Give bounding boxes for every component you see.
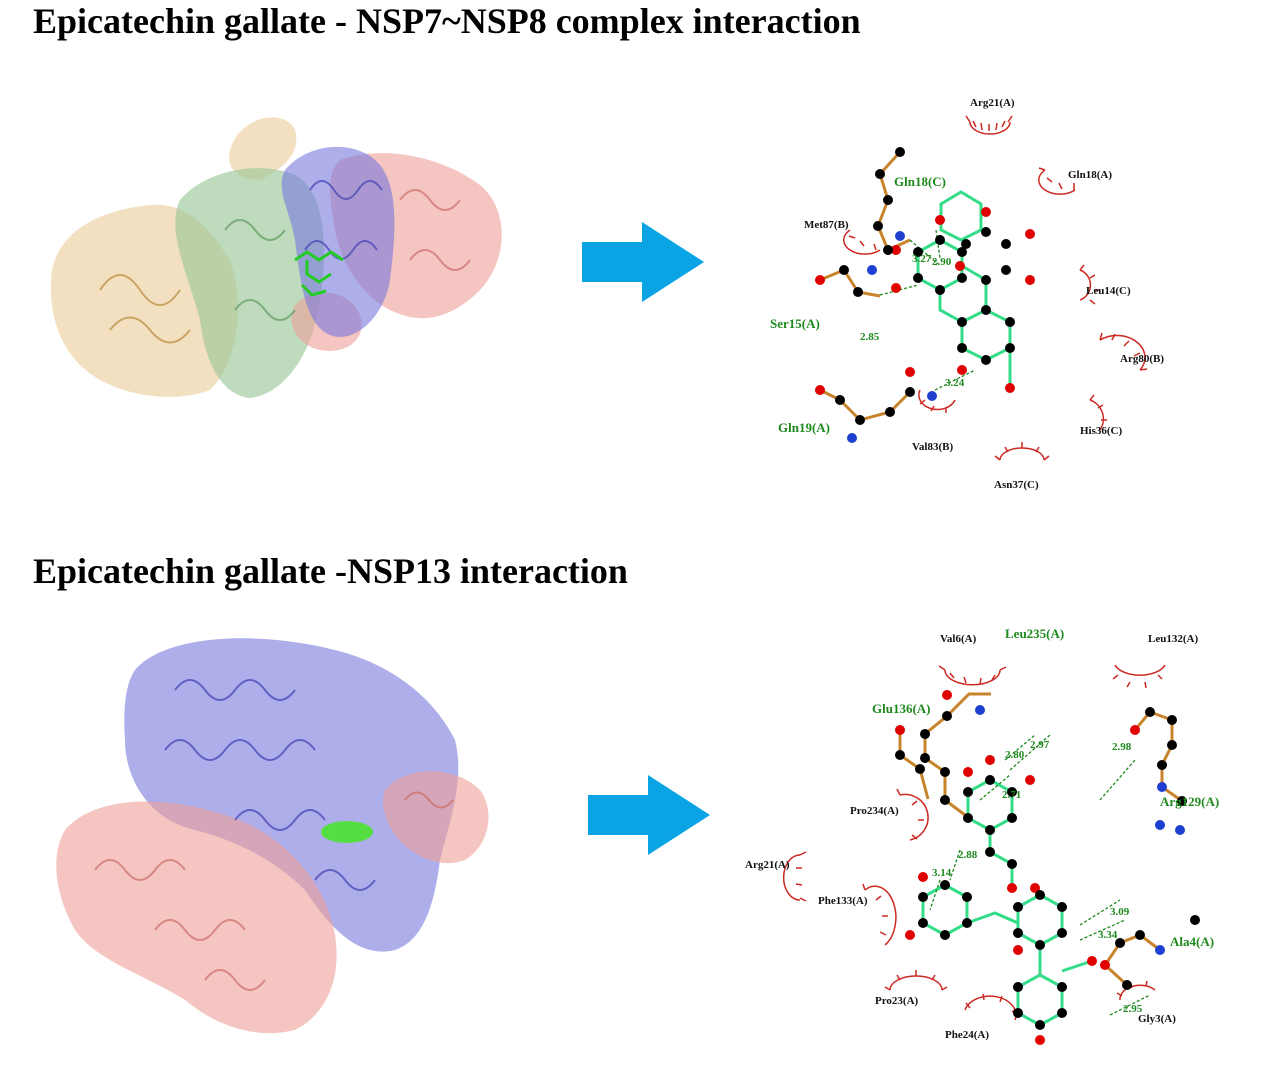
residue-label: Gln18(A) (1068, 169, 1112, 181)
hbond-distance: 2.98 (1112, 741, 1132, 753)
residue-label: Arg21(A) (970, 97, 1015, 109)
right-arrow-icon (582, 222, 704, 302)
panel-nsp13: Epicatechin gallate -NSP13 interaction (0, 550, 1268, 1079)
hbond-distance: 2.88 (958, 849, 978, 861)
hbond-distance: 2.71 (1002, 789, 1021, 801)
hbond-residue-label: Gln18(C) (894, 174, 946, 189)
hbond-distance: 3.09 (1110, 906, 1130, 918)
hbond-distance: 3.14 (932, 867, 952, 879)
interaction-diagram: Arg21(A) Gln18(A) Met87(B) Leu14(C) Arg8… (770, 97, 1164, 491)
interaction-diagram: Val6(A) Leu132(A) Pro234(A) Arg21(A) Phe… (745, 626, 1219, 1045)
protein-chain-blue (281, 146, 395, 337)
residue-label: Asn37(C) (994, 479, 1039, 491)
hbond-distance: 2.85 (860, 331, 880, 343)
residue-label: Phe133(A) (818, 895, 868, 907)
residue-label: Leu14(C) (1086, 285, 1131, 297)
residue-label: Val6(A) (940, 633, 977, 645)
panel-title: Epicatechin gallate - NSP7~NSP8 complex … (33, 1, 861, 41)
residue-label: Met87(B) (804, 219, 849, 231)
right-arrow-icon (588, 775, 710, 855)
residue-label: His36(C) (1080, 425, 1123, 437)
bound-ligand (294, 250, 344, 297)
bound-ligand (321, 821, 373, 843)
residue-label: Arg21(A) (745, 859, 790, 871)
residue-label: Phe24(A) (945, 1029, 989, 1041)
protein-structure-render (56, 638, 489, 1034)
hbond-distance: 3.34 (1098, 929, 1118, 941)
hbond-distance: 2.95 (1123, 1003, 1143, 1015)
protein-structure-render (50, 117, 502, 398)
hbond-residue-label: Arg129(A) (1160, 794, 1219, 809)
hbond-distance: 3.27 (912, 253, 932, 265)
residue-label: Leu132(A) (1148, 633, 1198, 645)
hbond-residue-label: Glu136(A) (872, 701, 931, 716)
hbond-distance: 2.80 (1005, 749, 1025, 761)
hbond-residue-label: Gln19(A) (778, 420, 830, 435)
hydrophobic-arc-icon (782, 664, 1166, 1021)
hbond-distance: 2.90 (932, 256, 952, 268)
protein-chain-blue (124, 638, 459, 952)
protein-chain-pink (56, 771, 489, 1034)
panel-nsp7-nsp8: Epicatechin gallate - NSP7~NSP8 complex … (0, 0, 1268, 520)
hbond-distance: 2.97 (1030, 739, 1050, 751)
hbond-residue-label: Ser15(A) (770, 316, 820, 331)
residue-label: Gly3(A) (1138, 1013, 1176, 1025)
residue-label: Pro234(A) (850, 805, 899, 817)
hbond-residue-label: Ala4(A) (1170, 934, 1214, 949)
residue-label: Pro23(A) (875, 995, 919, 1007)
hbond-distance: 3.24 (945, 377, 965, 389)
residue-label: Val83(B) (912, 441, 953, 453)
protein-chain-green (175, 168, 325, 398)
residue-label: Arg80(B) (1120, 353, 1164, 365)
panel-title: Epicatechin gallate -NSP13 interaction (33, 551, 628, 591)
hbond-residue-label: Leu235(A) (1005, 626, 1064, 641)
hydrophobic-arc-icon (843, 115, 1148, 461)
